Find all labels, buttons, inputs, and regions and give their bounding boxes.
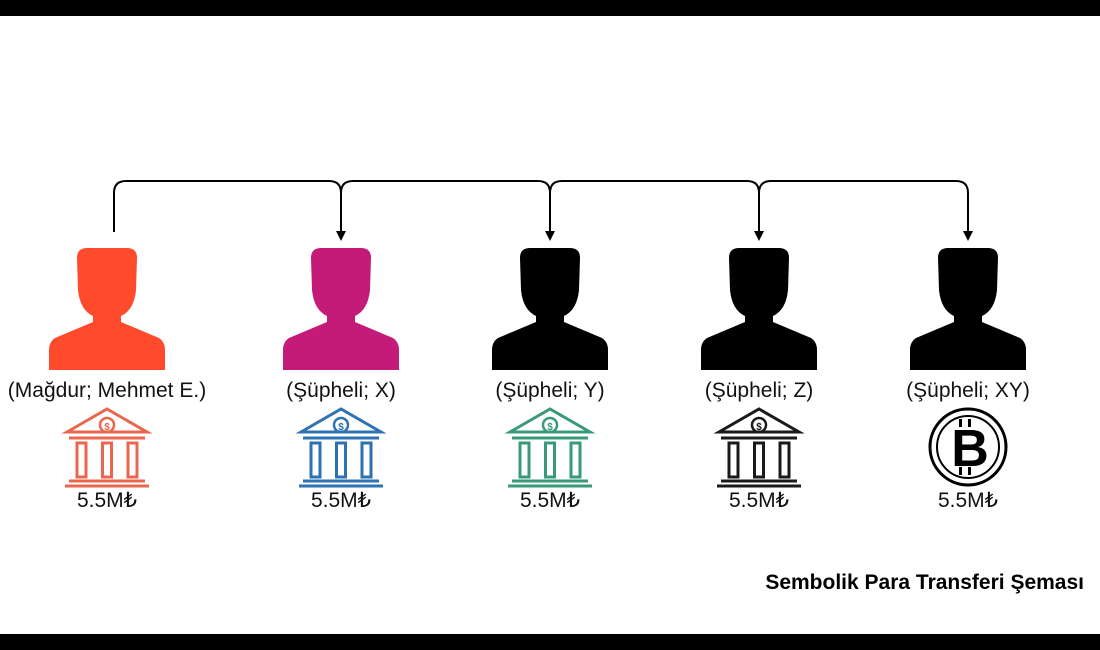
- person-icon: [910, 248, 1026, 370]
- person-icon: [492, 248, 608, 370]
- bank-icon: $: [713, 407, 805, 488]
- amount-label: 5.5M₺: [311, 489, 371, 512]
- node-suspect-x: (Şüpheli; X) $ 5.5M₺: [283, 248, 399, 512]
- diagram-caption: Sembolik Para Transferi Şeması: [765, 571, 1084, 594]
- person-icon: [701, 248, 817, 370]
- node-label: (Şüpheli; Y): [495, 379, 604, 402]
- svg-text:$: $: [756, 422, 762, 433]
- amount-label: 5.5M₺: [520, 489, 580, 512]
- amount-label: 5.5M₺: [77, 489, 137, 512]
- node-label: (Şüpheli; Z): [705, 379, 814, 402]
- bottom-letterbox-bar: [0, 634, 1100, 650]
- amount-label: 5.5M₺: [938, 489, 998, 512]
- flow-connector-1: [113, 180, 346, 241]
- flow-connector-4: [758, 180, 973, 241]
- svg-text:$: $: [104, 422, 110, 433]
- bitcoin-icon: B: [928, 407, 1008, 487]
- person-icon: [283, 248, 399, 370]
- svg-text:$: $: [338, 422, 344, 433]
- flow-connector-2: [340, 180, 555, 241]
- person-icon: [49, 248, 165, 370]
- node-suspect-xy: (Şüpheli; XY) B 5.5M₺: [906, 248, 1030, 512]
- node-label: (Şüpheli; X): [286, 379, 396, 402]
- flow-connector-3: [549, 180, 764, 241]
- node-label: (Şüpheli; XY): [906, 379, 1030, 402]
- node-label: (Mağdur; Mehmet E.): [8, 379, 206, 402]
- amount-label: 5.5M₺: [729, 489, 789, 512]
- node-victim: (Mağdur; Mehmet E.) $ 5.5M₺: [8, 248, 206, 512]
- node-suspect-y: (Şüpheli; Y) $ 5.5M₺: [492, 248, 608, 512]
- bank-icon: $: [504, 407, 596, 488]
- top-letterbox-bar: [0, 0, 1100, 16]
- bank-icon: $: [61, 407, 153, 488]
- bank-icon: $: [295, 407, 387, 488]
- node-suspect-z: (Şüpheli; Z) $ 5.5M₺: [701, 248, 817, 512]
- svg-text:$: $: [547, 422, 553, 433]
